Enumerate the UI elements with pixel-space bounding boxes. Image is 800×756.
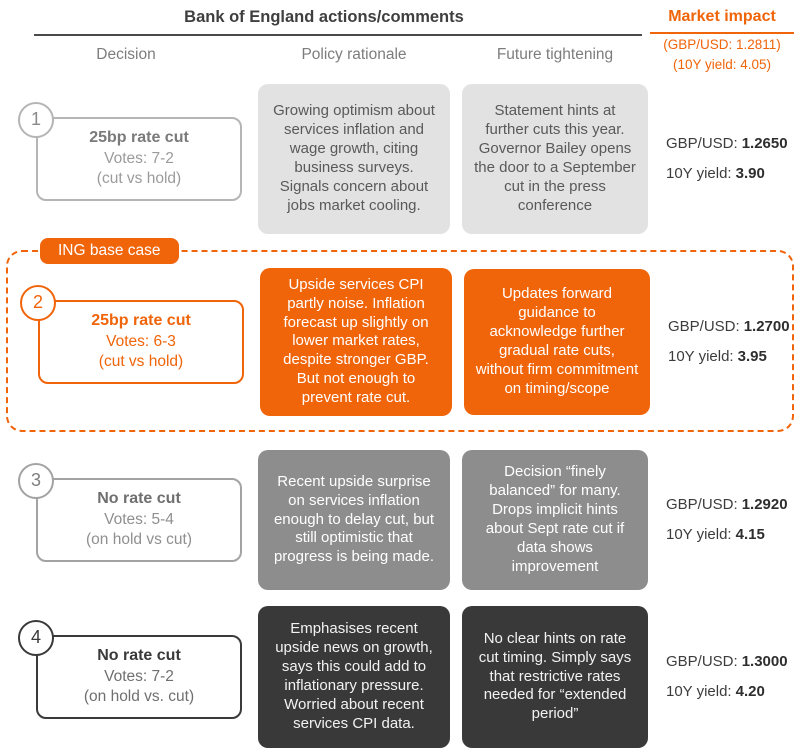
market-impact-divider [650, 32, 794, 34]
yield-label: 10Y yield: [666, 165, 732, 183]
decision-votes: Votes: 5-4 [104, 511, 174, 529]
scenario-number-badge: 3 [18, 462, 54, 499]
decision-cell: 2 25bp rate cut Votes: 6-3 (cut vs hold) [8, 284, 248, 384]
column-header-decision: Decision [96, 46, 156, 63]
scenario-number-badge: 4 [18, 619, 54, 656]
gbpusd-value: GBP/USD:1.2700 [668, 318, 790, 336]
ing-base-case-badge: ING base case [40, 237, 179, 264]
decision-box: 4 No rate cut Votes: 7-2 (on hold vs. cu… [18, 619, 242, 719]
market-impact-cell: GBP/USD:1.2650 10Y yield:3.90 [660, 122, 794, 195]
page-title: Bank of England actions/comments [184, 8, 464, 26]
decision-note: (on hold vs cut) [86, 531, 192, 549]
decision-title: 25bp rate cut [89, 129, 189, 147]
column-header-policy-rationale: Policy rationale [301, 46, 407, 63]
decision-box: 3 No rate cut Votes: 5-4 (on hold vs cut… [18, 462, 242, 562]
column-headers: Decision Policy rationale Future tighten… [6, 46, 642, 64]
market-impact-cell: GBP/USD:1.3000 10Y yield:4.20 [660, 640, 794, 713]
yield-value: 10Y yield:3.90 [666, 165, 765, 183]
market-impact-current-gbpusd: (GBP/USD: 1.2811) [663, 37, 781, 52]
header-divider [34, 34, 642, 36]
gbpusd-value: GBP/USD:1.2920 [666, 496, 788, 514]
gbpusd-value: GBP/USD:1.3000 [666, 653, 788, 671]
decision-votes: Votes: 7-2 [104, 668, 174, 686]
yield-value: 10Y yield:4.15 [666, 526, 765, 544]
market-impact-current-yield: (10Y yield: 4.05) [672, 56, 772, 72]
decision-cell: 3 No rate cut Votes: 5-4 (on hold vs cut… [6, 462, 246, 562]
ing-base-case-outline: ING base case 2 25bp rate cut Votes: 6-3… [6, 237, 794, 432]
gbpusd-label: GBP/USD: [666, 496, 738, 514]
future-tightening-box: Decision “finely balanced” for many. Dro… [462, 449, 648, 590]
scenario-row-2: 2 25bp rate cut Votes: 6-3 (cut vs hold)… [8, 267, 790, 416]
decision-votes: Votes: 6-3 [106, 333, 176, 351]
header-actions-group: Bank of England actions/comments Decisio… [6, 4, 642, 64]
market-impact-header: Market impact (GBP/USD: 1.2811) (10Y yie… [650, 4, 794, 74]
yield-value: 10Y yield:4.20 [666, 683, 765, 701]
policy-rationale-box: Growing optimism about services inflatio… [258, 83, 450, 234]
decision-box: 1 25bp rate cut Votes: 7-2 (cut vs hold) [18, 101, 242, 201]
yield-label: 10Y yield: [668, 348, 734, 366]
yield-label: 10Y yield: [666, 526, 732, 544]
gbpusd-value: GBP/USD:1.2650 [666, 135, 788, 153]
decision-cell: 4 No rate cut Votes: 7-2 (on hold vs. cu… [6, 619, 246, 719]
scenario-row-3: 3 No rate cut Votes: 5-4 (on hold vs cut… [6, 449, 794, 590]
policy-rationale-box: Upside services CPI partly noise. Inflat… [260, 267, 452, 416]
future-tightening-box: Updates forward guidance to acknowledge … [464, 268, 650, 415]
policy-rationale-box: Recent upside surprise on services infla… [258, 449, 450, 590]
decision-votes: Votes: 7-2 [104, 150, 174, 167]
future-tightening-box: No clear hints on rate cut timing. Simpl… [462, 605, 648, 748]
decision-note: (cut vs hold) [96, 170, 182, 188]
decision-title: No rate cut [97, 490, 181, 508]
yield-value: 10Y yield:3.95 [668, 348, 767, 366]
policy-rationale-box: Emphasises recent upside news on growth,… [258, 605, 450, 748]
scenario-number-badge: 2 [20, 284, 56, 321]
decision-title: No rate cut [97, 647, 181, 665]
gbpusd-label: GBP/USD: [668, 318, 740, 336]
decision-box: 2 25bp rate cut Votes: 6-3 (cut vs hold) [20, 284, 244, 384]
market-impact-title: Market impact [668, 8, 776, 25]
future-tightening-box: Statement hints at further cuts this yea… [462, 83, 648, 234]
column-header-future-tightening: Future tightening [496, 46, 614, 63]
gbpusd-label: GBP/USD: [666, 653, 738, 671]
gbpusd-label: GBP/USD: [666, 135, 738, 153]
market-impact-cell: GBP/USD:1.2920 10Y yield:4.15 [660, 483, 794, 556]
decision-note: (cut vs hold) [98, 353, 184, 371]
market-impact-cell: GBP/USD:1.2700 10Y yield:3.95 [662, 305, 790, 378]
table-header: Bank of England actions/comments Decisio… [6, 4, 794, 74]
scenario-row-1: 1 25bp rate cut Votes: 7-2 (cut vs hold)… [6, 83, 794, 234]
scenario-row-4: 4 No rate cut Votes: 7-2 (on hold vs. cu… [6, 605, 794, 748]
scenario-number-badge: 1 [18, 101, 54, 138]
decision-cell: 1 25bp rate cut Votes: 7-2 (cut vs hold) [6, 101, 246, 201]
decision-title: 25bp rate cut [91, 312, 191, 330]
yield-label: 10Y yield: [666, 683, 732, 701]
decision-note: (on hold vs. cut) [83, 688, 195, 706]
